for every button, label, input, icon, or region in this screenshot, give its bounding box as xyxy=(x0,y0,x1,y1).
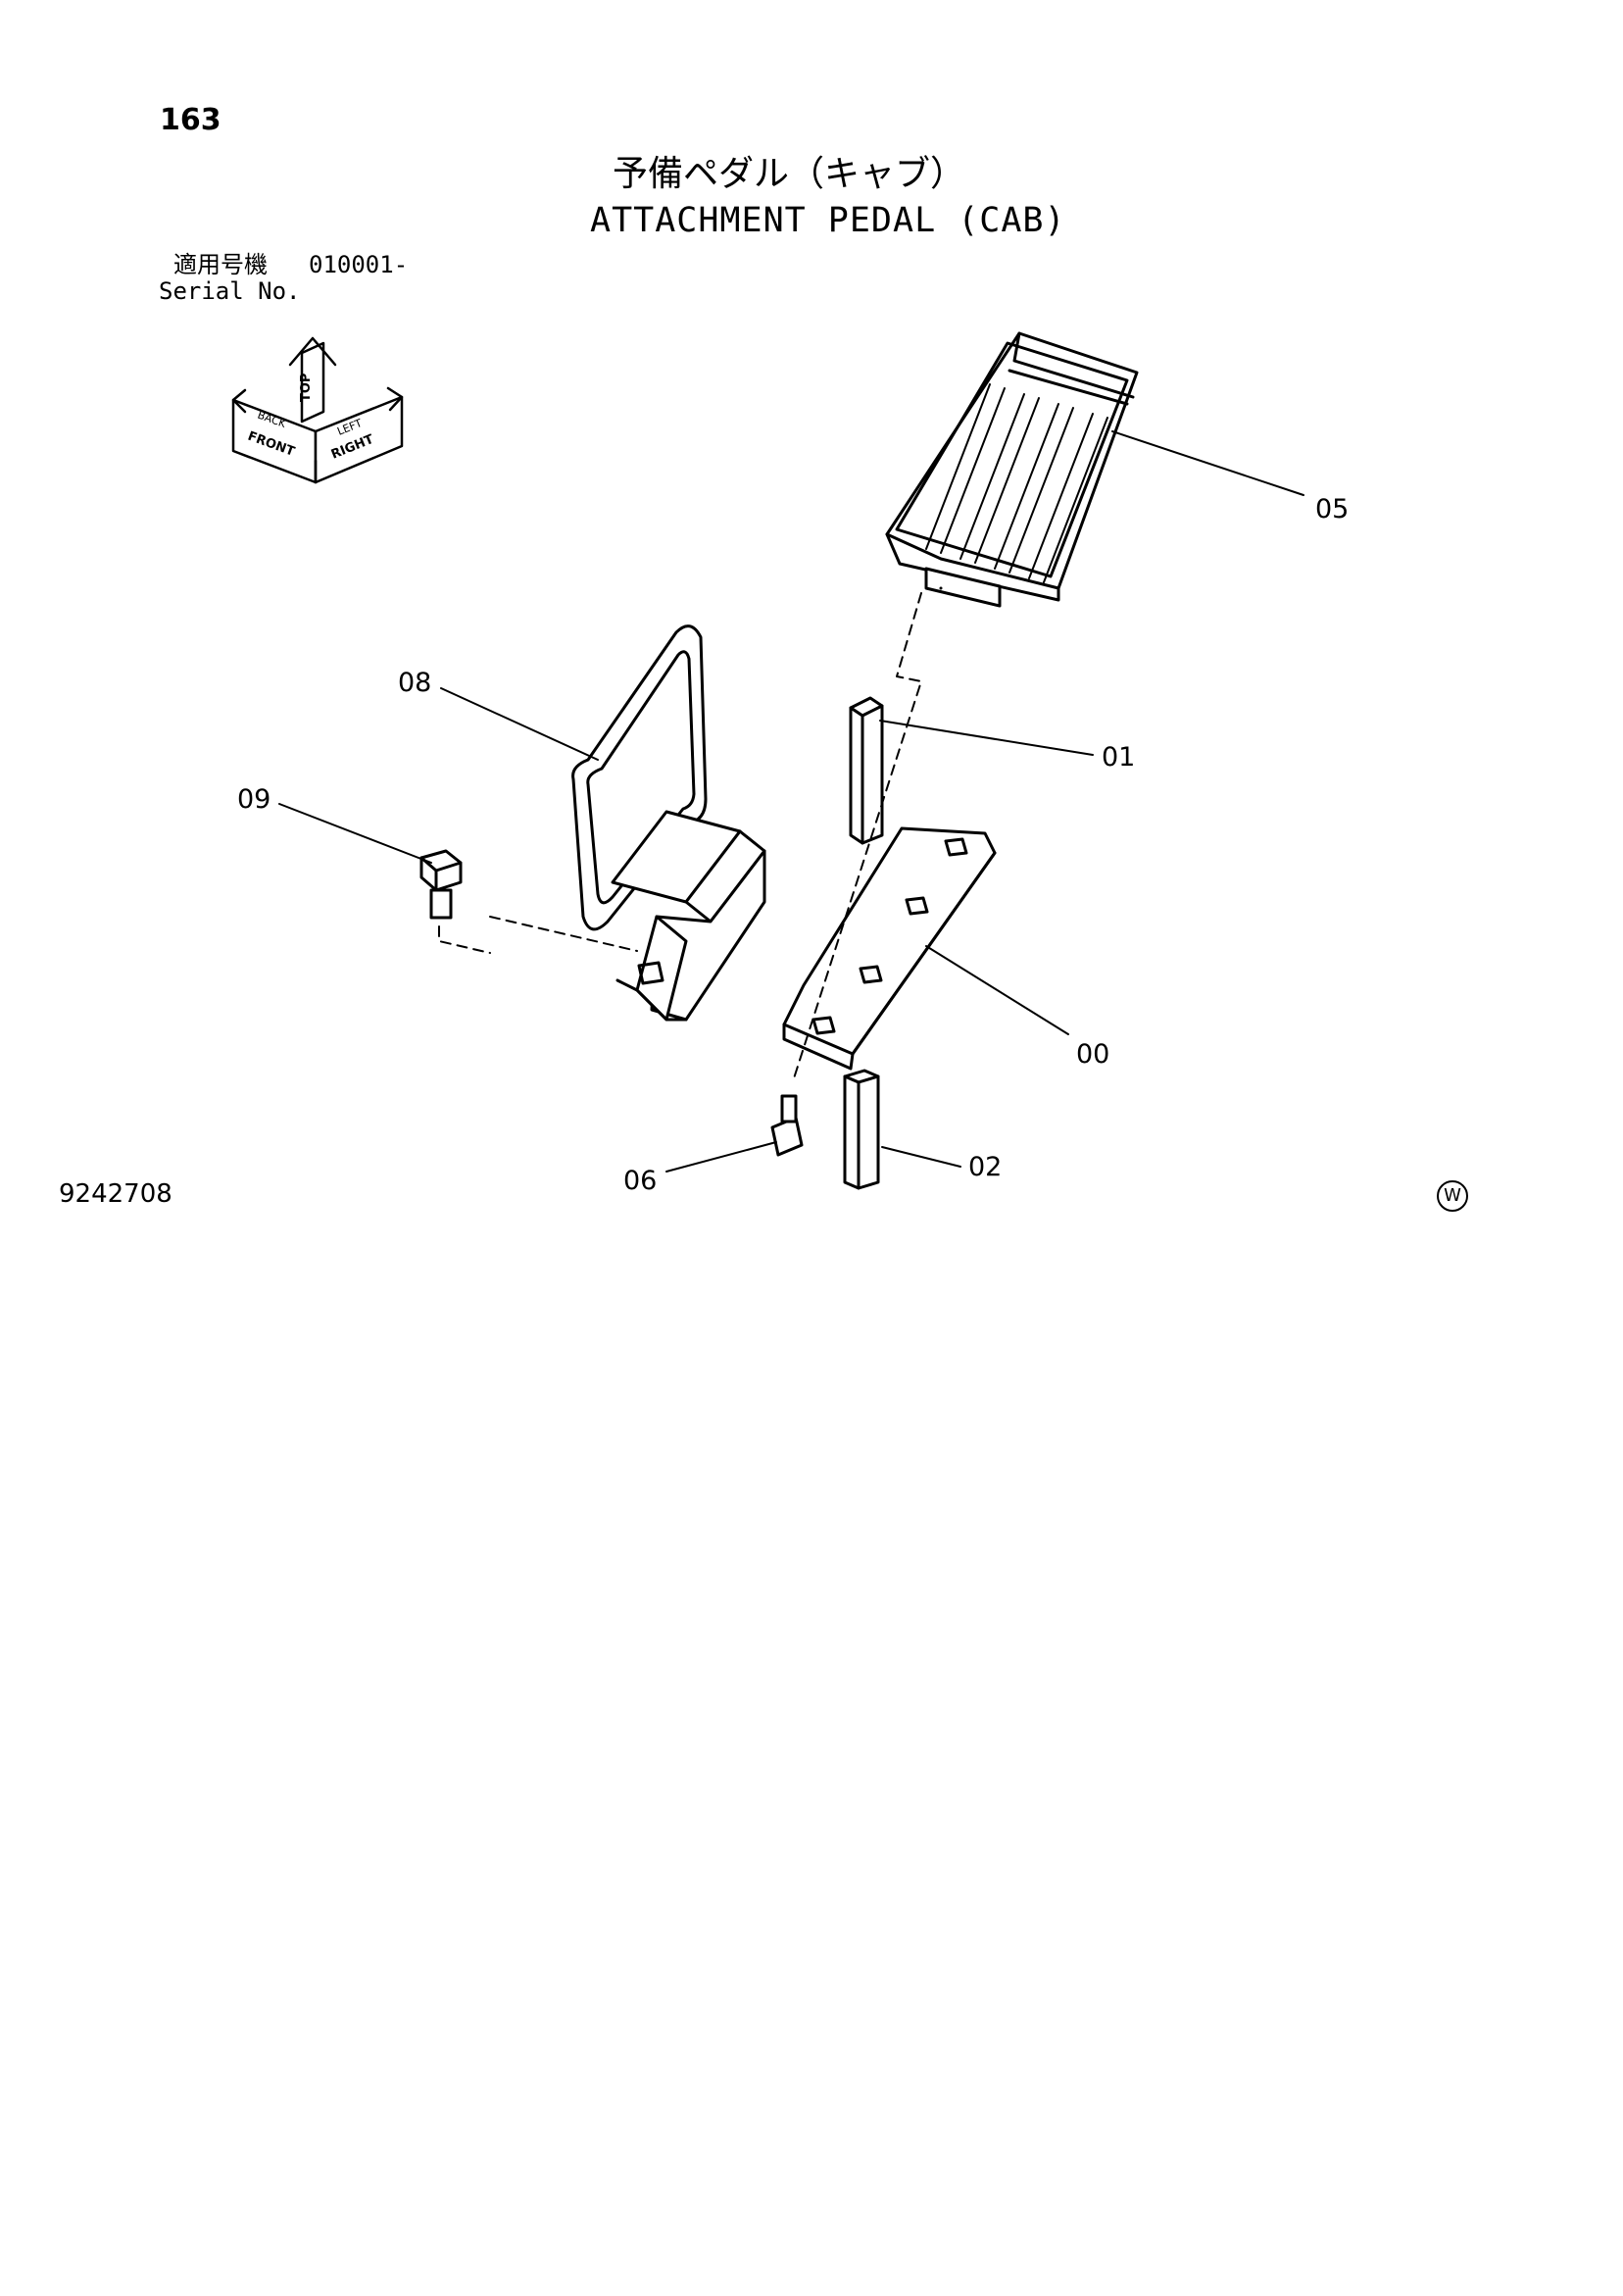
part-bracket xyxy=(611,810,766,1022)
assembly-dashed-lines xyxy=(438,592,922,1079)
serial-label-english: Serial No. xyxy=(159,277,301,305)
part-pedal-pad xyxy=(885,331,1139,608)
drawing-number: 9242708 xyxy=(59,1179,172,1209)
callout-00: 00 xyxy=(1076,1039,1110,1070)
part-mounting-plate xyxy=(782,826,997,1071)
part-spacer-sleeve xyxy=(849,696,884,845)
callout-01: 01 xyxy=(1102,742,1136,773)
direction-label-top: TOP xyxy=(299,374,314,402)
orientation-cube-icon: TOP FRONT RIGHT BACK LEFT xyxy=(231,336,404,484)
part-clip xyxy=(770,1094,804,1157)
serial-label-japanese: 適用号機 xyxy=(173,251,268,278)
callout-05: 05 xyxy=(1315,494,1350,524)
title-japanese: 予備ペダル（キャブ） xyxy=(613,154,966,194)
page-number: 163 xyxy=(160,103,221,137)
title-english: ATTACHMENT PEDAL (CAB) xyxy=(590,201,1066,240)
serial-value: 010001- xyxy=(309,251,409,278)
part-bolt xyxy=(419,849,463,920)
leader-lines xyxy=(278,430,1304,1173)
callout-09: 09 xyxy=(237,784,271,815)
callout-02: 02 xyxy=(968,1152,1003,1182)
exploded-view-diagram: TOP FRONT RIGHT BACK LEFT xyxy=(231,331,1304,1190)
callout-06: 06 xyxy=(623,1166,658,1196)
w-mark-icon: W xyxy=(1437,1180,1468,1212)
callout-08: 08 xyxy=(398,668,432,698)
part-rod xyxy=(843,1069,880,1190)
